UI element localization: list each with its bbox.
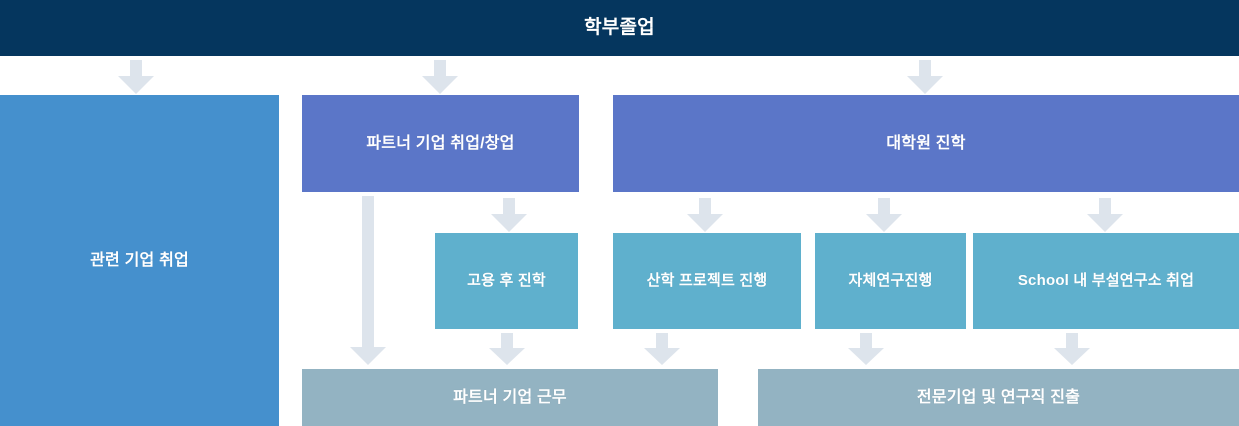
arrow-graduate-school-to-independent-research [866, 198, 902, 232]
arrow-industry-project-to-specialized-career [644, 333, 680, 365]
arrow-affiliated-institute-to-specialized-career [1054, 333, 1090, 365]
node-label: 고용 후 진학 [467, 271, 546, 289]
arrow-header-to-partner-employment [422, 60, 458, 94]
node-label: 파트너 기업 취업/창업 [366, 134, 515, 152]
node-label: 대학원 진학 [886, 134, 966, 152]
node-label: 산학 프로젝트 진행 [646, 271, 768, 289]
node-industry-academic-project: 산학 프로젝트 진행 [613, 233, 801, 329]
node-label: 관련 기업 취업 [90, 251, 189, 269]
node-undergraduate-graduation: 학부졸업 [0, 0, 1239, 56]
node-independent-research: 자체연구진행 [815, 233, 966, 329]
node-partner-company-employment-startup: 파트너 기업 취업/창업 [302, 95, 579, 192]
arrow-partner-employment-to-study-after-employment [491, 198, 527, 232]
arrow-header-to-graduate-school [907, 60, 943, 94]
arrow-independent-research-to-specialized-career [848, 333, 884, 365]
node-related-company-employment: 관련 기업 취업 [0, 95, 279, 426]
arrow-partner-employment-to-partner-work [350, 196, 386, 365]
node-label: School 내 부설연구소 취업 [1017, 271, 1195, 289]
node-school-affiliated-institute-employment: School 내 부설연구소 취업 [973, 233, 1239, 329]
arrow-header-to-related-company [118, 60, 154, 94]
node-label: 자체연구진행 [848, 271, 933, 289]
node-partner-company-work: 파트너 기업 근무 [302, 369, 718, 426]
arrow-graduate-school-to-affiliated-institute [1087, 198, 1123, 232]
node-study-after-employment: 고용 후 진학 [435, 233, 578, 329]
arrow-study-after-employment-to-partner-work [489, 333, 525, 365]
node-label: 학부졸업 [584, 17, 655, 39]
node-label: 파트너 기업 근무 [453, 388, 567, 406]
node-graduate-school-admission: 대학원 진학 [613, 95, 1239, 192]
arrow-graduate-school-to-industry-project [687, 198, 723, 232]
node-label: 전문기업 및 연구직 진출 [916, 388, 1081, 406]
node-specialized-company-research-career: 전문기업 및 연구직 진출 [758, 369, 1239, 426]
